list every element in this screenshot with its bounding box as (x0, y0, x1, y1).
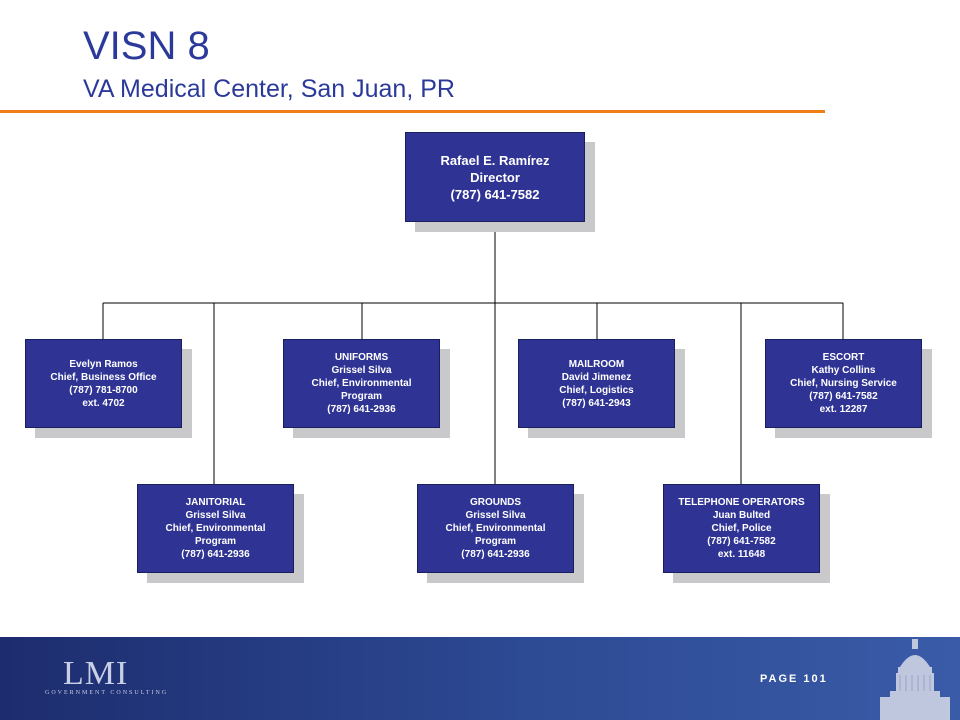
box-line: (787) 641-2936 (327, 404, 396, 415)
org-box-grounds: GROUNDS Grissel Silva Chief, Environment… (417, 484, 574, 573)
box-line: Juan Bulted (712, 510, 771, 521)
box-line: Chief, Environmental (445, 523, 546, 534)
org-box-business-office: Evelyn Ramos Chief, Business Office (787… (25, 339, 182, 428)
box-line: Program (194, 536, 237, 547)
footer-band (0, 637, 960, 720)
box-line: Chief, Business Office (50, 371, 157, 383)
org-box-escort: ESCORT Kathy Collins Chief, Nursing Serv… (765, 339, 922, 428)
box-line: Evelyn Ramos (69, 358, 138, 370)
director-phone: (787) 641-7582 (450, 186, 540, 202)
director-name: Rafael E. Ramírez (440, 152, 550, 168)
box-line: Grissel Silva (185, 510, 246, 521)
org-box-mailroom: MAILROOM David Jimenez Chief, Logistics … (518, 339, 675, 428)
page-number: PAGE 101 (760, 673, 828, 685)
box-line: MAILROOM (568, 358, 625, 370)
box-line: Chief, Logistics (559, 384, 634, 396)
box-line: Program (340, 391, 383, 402)
director-title: Director (470, 169, 520, 185)
box-line: (787) 641-7582 (809, 391, 878, 402)
box-line: ext. 12287 (819, 404, 868, 415)
box-line: (787) 641-7582 (707, 536, 776, 547)
page-subtitle: VA Medical Center, San Juan, PR (83, 75, 455, 103)
box-line: (787) 641-2936 (461, 549, 530, 560)
org-box-janitorial: JANITORIAL Grissel Silva Chief, Environm… (137, 484, 294, 573)
box-line: Chief, Police (711, 523, 772, 534)
box-line: Program (474, 536, 517, 547)
box-line: David Jimenez (561, 371, 632, 383)
box-line: Grissel Silva (331, 365, 392, 376)
logo-tagline: GOVERNMENT CONSULTING (45, 690, 169, 696)
box-line: UNIFORMS (334, 352, 389, 363)
lmi-logo: LMI (63, 655, 129, 692)
box-line: JANITORIAL (185, 497, 246, 508)
org-box-director: Rafael E. Ramírez Director (787) 641-758… (405, 132, 585, 222)
org-box-uniforms: UNIFORMS Grissel Silva Chief, Environmen… (283, 339, 440, 428)
capitol-dome-icon (880, 639, 950, 720)
org-connectors (102, 221, 844, 484)
box-line: (787) 641-2943 (562, 397, 631, 409)
box-line: TELEPHONE OPERATORS (678, 497, 805, 508)
box-line: Kathy Collins (811, 365, 876, 376)
org-box-telephone-operators: TELEPHONE OPERATORS Juan Bulted Chief, P… (663, 484, 820, 573)
box-line: ESCORT (822, 352, 865, 363)
box-line: Chief, Environmental (165, 523, 266, 534)
box-line: GROUNDS (469, 497, 522, 508)
box-line: ext. 11648 (717, 549, 766, 560)
page-title: VISN 8 (83, 24, 210, 68)
box-line: Grissel Silva (465, 510, 526, 521)
box-line: (787) 641-2936 (181, 549, 250, 560)
title-divider (0, 110, 825, 113)
box-line: (787) 781-8700 (69, 384, 138, 396)
box-line: Chief, Nursing Service (790, 378, 897, 389)
box-line: ext. 4702 (82, 397, 125, 409)
box-line: Chief, Environmental (311, 378, 412, 389)
